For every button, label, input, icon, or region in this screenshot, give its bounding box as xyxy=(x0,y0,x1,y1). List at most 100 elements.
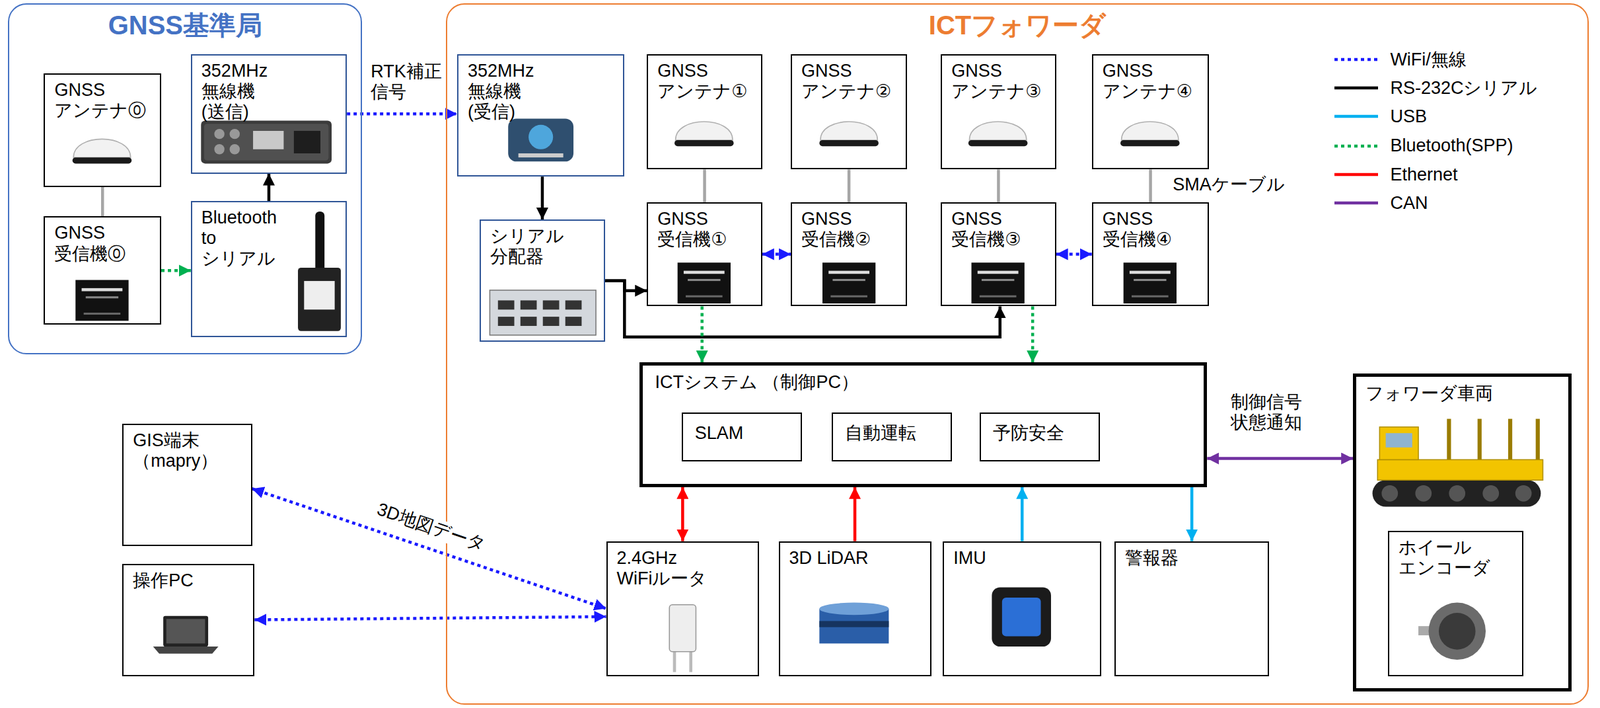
antenna-icon xyxy=(819,121,879,146)
lidar-icon xyxy=(819,602,889,644)
receiver-box: GNSS 受信機⓪ xyxy=(43,216,162,325)
receiver-icon xyxy=(971,262,1025,304)
splitter-box: シリアル 分配器 xyxy=(479,219,606,342)
antenna-box: GNSS アンテナ① xyxy=(646,54,763,170)
node-label: ホイール エンコーダ xyxy=(1398,537,1465,579)
legend-row: WiFi/無線 xyxy=(1334,46,1466,73)
legend-row: Ethernet xyxy=(1334,161,1458,188)
encoder-icon xyxy=(1418,602,1486,660)
edge-label: 制御信号 状態通知 xyxy=(1229,391,1299,433)
radio-box: 352MHz 無線機(受信) xyxy=(457,54,625,177)
connector xyxy=(346,112,458,116)
edge-label: RTK補正 信号 xyxy=(369,61,438,103)
router-box: 2.4GHz WiFiルータ xyxy=(606,541,760,676)
antenna-icon xyxy=(968,121,1028,146)
legend-label: RS-232Cシリアル xyxy=(1389,75,1538,100)
node-label: Bluetooth to シリアル xyxy=(201,207,288,269)
node-label: IMU xyxy=(953,547,1091,569)
node-label: GNSS アンテナ⓪ xyxy=(54,79,121,121)
group-title: GNSS基準局 xyxy=(9,9,361,41)
forwarder-icon xyxy=(1372,418,1544,507)
node-label: 警報器 xyxy=(1125,547,1259,569)
radio-transmitter-icon xyxy=(200,120,332,164)
connector xyxy=(1020,486,1024,542)
bluetooth-module-icon xyxy=(297,211,341,331)
receiver-box: GNSS 受信機② xyxy=(790,202,908,307)
node-label: 352MHz 無線機(送信) xyxy=(201,60,268,123)
legend-sample xyxy=(1334,112,1379,120)
antenna-box: GNSS アンテナ⓪ xyxy=(43,73,162,187)
software-module: SLAM xyxy=(681,412,802,462)
node-label: 352MHz 無線機(受信) xyxy=(467,60,534,123)
connector xyxy=(254,616,606,620)
legend-line xyxy=(1334,57,1379,61)
node-label: GNSS アンテナ② xyxy=(801,60,868,102)
receiver-box: GNSS 受信機④ xyxy=(1091,202,1210,307)
terminal-box: GIS端末 （mapry） xyxy=(122,423,252,546)
legend-label: Ethernet xyxy=(1389,164,1458,185)
software-module: 自動運転 xyxy=(831,412,952,462)
node-label: 2.4GHz WiFiルータ xyxy=(617,547,684,589)
connector xyxy=(101,186,105,217)
radio-box: 352MHz 無線機(送信) xyxy=(190,54,347,174)
vehicle-box: フォワーダ車両ホイール エンコーダ xyxy=(1352,373,1572,691)
connector xyxy=(1031,305,1035,363)
legend-sample xyxy=(1334,56,1379,63)
node-label: 自動運転 xyxy=(844,422,939,444)
edge-label: 3D地図データ xyxy=(373,498,490,555)
legend-label: USB xyxy=(1389,106,1427,127)
connector xyxy=(700,305,704,363)
node-label: シリアル 分配器 xyxy=(490,225,557,267)
connector xyxy=(847,169,851,202)
connector xyxy=(252,488,607,608)
connector xyxy=(702,169,707,202)
antenna-box: GNSS アンテナ③ xyxy=(940,54,1057,170)
node-label: フォワーダ車両 xyxy=(1365,383,1560,404)
laptop-icon xyxy=(153,615,219,654)
node-label: 予防安全 xyxy=(992,422,1087,444)
node-label: GNSS アンテナ① xyxy=(657,60,724,102)
legend-sample xyxy=(1334,142,1379,150)
legend-line xyxy=(1334,201,1379,205)
connector xyxy=(541,176,545,220)
imu-icon xyxy=(991,586,1052,647)
legend-row: RS-232Cシリアル xyxy=(1334,74,1538,102)
connector xyxy=(762,252,791,256)
connector xyxy=(1056,252,1092,256)
group-title: ICTフォワーダ xyxy=(447,9,1588,41)
receiver-icon xyxy=(75,280,129,322)
node-label: SLAM xyxy=(694,422,789,444)
router-icon xyxy=(669,604,696,672)
station-group: GNSS基準局 GNSS アンテナ⓪ 352MHz 無線機(送信) GNSS 受信機⓪… xyxy=(7,3,363,355)
legend-label: WiFi/無線 xyxy=(1389,47,1466,72)
converter-box: Bluetooth to シリアル xyxy=(190,200,347,337)
serial-splitter-icon xyxy=(489,290,596,335)
node-label: ICTシステム （制御PC） xyxy=(654,371,1192,393)
legend-line xyxy=(1334,173,1379,177)
node-label: GNSS 受信機② xyxy=(801,208,868,250)
connector xyxy=(996,169,1001,202)
antenna-icon xyxy=(72,138,133,164)
receiver-box: GNSS 受信機① xyxy=(646,202,763,307)
legend-sample xyxy=(1334,84,1379,92)
node-label: GIS端末 （mapry） xyxy=(132,430,199,472)
sensor-box: IMU xyxy=(942,541,1102,676)
connector xyxy=(681,486,685,542)
connector xyxy=(267,173,271,202)
legend-row: CAN xyxy=(1334,189,1428,217)
legend-label: CAN xyxy=(1389,192,1428,214)
terminal-box: 操作PC xyxy=(122,563,255,676)
annotation: SMAケーブル xyxy=(1171,174,1287,195)
alarm-box: 警報器 xyxy=(1114,541,1270,676)
connector xyxy=(1190,486,1194,542)
connector xyxy=(853,486,857,542)
legend-line xyxy=(1334,144,1379,148)
connector xyxy=(161,268,191,273)
node-label: 3D LiDAR xyxy=(789,547,921,569)
node-label: GNSS 受信機③ xyxy=(951,208,1018,250)
antenna-icon xyxy=(1120,121,1180,146)
node-label: GNSS アンテナ③ xyxy=(951,60,1018,102)
receiver-box: GNSS 受信機③ xyxy=(940,202,1057,307)
legend-row: Bluetooth(SPP) xyxy=(1334,132,1513,160)
legend-sample xyxy=(1334,199,1379,207)
